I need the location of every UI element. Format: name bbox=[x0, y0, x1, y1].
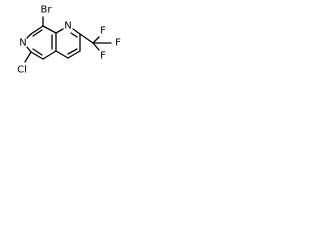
bond-c3-c4 bbox=[67, 50, 81, 59]
bond-n6-c5 bbox=[26, 46, 32, 53]
bond-c3-c4-double bbox=[67, 48, 78, 55]
bond-c7-n6 bbox=[26, 33, 32, 39]
bond-c2-cf3 bbox=[79, 33, 94, 44]
bond-c8-c7-double bbox=[32, 29, 43, 37]
atom-label-f-right: F bbox=[115, 38, 121, 49]
bond-c5-c4a bbox=[30, 51, 44, 60]
bond-c8-c7 bbox=[30, 25, 44, 35]
atom-label-f-top: F bbox=[100, 26, 106, 37]
bond-cf3-f-bottom bbox=[92, 42, 100, 51]
atom-label-f-bottom: F bbox=[100, 51, 106, 62]
atom-label-n-right: N bbox=[64, 21, 71, 32]
bond-c5-c4a-double bbox=[32, 48, 43, 56]
molecule-structure: Br N N Cl F F F bbox=[17, 5, 121, 76]
bond-c5-cl bbox=[24, 51, 32, 63]
atom-label-cl: Cl bbox=[17, 65, 27, 76]
bond-n1-c2-double bbox=[70, 32, 78, 38]
atom-label-br: Br bbox=[41, 5, 53, 16]
bond-c4a-c5 bbox=[42, 50, 57, 60]
bond-c4-c4a bbox=[55, 50, 69, 59]
bond-cf3-f-top bbox=[92, 36, 100, 44]
bond-n1-c2 bbox=[72, 28, 81, 35]
bond-c8a-n1 bbox=[55, 28, 64, 34]
atom-label-n-left: N bbox=[19, 38, 26, 49]
bond-c8-c8a bbox=[42, 25, 57, 34]
